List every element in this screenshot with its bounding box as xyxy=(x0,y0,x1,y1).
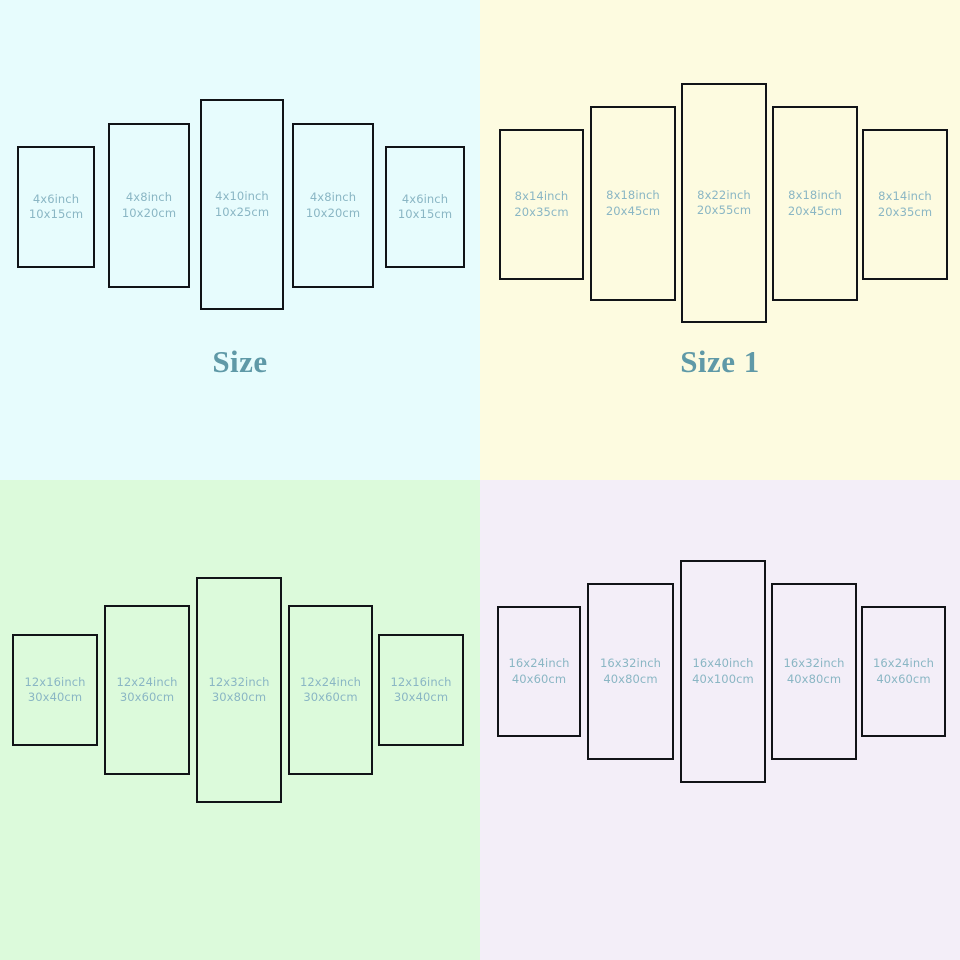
size-panel-cm: 20x35cm xyxy=(514,204,569,219)
size-panel-cm: 40x60cm xyxy=(876,671,931,686)
size-panel-inch: 4x10inch xyxy=(215,189,269,204)
size-panel-cm: 20x45cm xyxy=(787,203,843,218)
size-panel-cm: 40x80cm xyxy=(603,671,658,686)
size-panel-cm: 10x15cm xyxy=(28,207,84,221)
size-panel-cm: 10x15cm xyxy=(397,207,453,221)
size-panel-cm: 20x35cm xyxy=(877,204,933,219)
size-panel-cm: 10x25cm xyxy=(214,204,270,219)
size-panel-cm: 20x55cm xyxy=(696,203,752,217)
quadrant-title-size-1: Size 1 xyxy=(680,344,760,379)
size-panel-cm: 10x20cm xyxy=(305,205,361,220)
size-panel-cm: 10x20cm xyxy=(121,205,177,220)
size-panel-inch: 12x16inch xyxy=(24,674,86,689)
size-panel-inch: 12x16inch xyxy=(390,674,452,689)
size-panel-inch: 4x6inch xyxy=(32,191,80,206)
size-panel-cm: 30x60cm xyxy=(303,690,358,704)
size-panel-cm: 40x80cm xyxy=(786,671,842,686)
size-panel-inch: 12x32inch xyxy=(208,674,270,689)
size-panel-inch: 8x22inch xyxy=(697,187,751,202)
size-panel-inch: 16x40inch xyxy=(692,656,754,671)
size-panel-cm: 30x40cm xyxy=(393,690,449,704)
size-panel-inch: 12x24inch xyxy=(299,674,362,689)
size-panel-inch: 4x8inch xyxy=(125,190,173,205)
size-panel-inch: 16x32inch xyxy=(783,656,845,671)
size-panel-cm: 20x45cm xyxy=(605,203,661,218)
size-panel-inch: 12x24inch xyxy=(116,674,178,689)
size-panel-inch: 16x32inch xyxy=(599,656,662,671)
size-panel-inch: 8x14inch xyxy=(514,189,569,204)
size-panel-cm: 30x60cm xyxy=(119,690,175,704)
size-panel-cm: 40x100cm xyxy=(692,671,754,686)
size-panel-cm: 30x80cm xyxy=(211,690,267,704)
size-panel-inch: 8x14inch xyxy=(878,189,932,204)
quadrant-title-size: Size xyxy=(212,344,268,379)
size-panel-inch: 16x24inch xyxy=(872,656,935,671)
size-panel-inch: 4x8inch xyxy=(309,190,357,205)
size-panel-cm: 30x40cm xyxy=(27,690,83,704)
size-panel-inch: 16x24inch xyxy=(508,656,570,671)
size-panel-cm: 40x60cm xyxy=(511,671,567,686)
size-panel-inch: 8x18inch xyxy=(788,188,842,203)
size-panel-inch: 8x18inch xyxy=(606,188,660,203)
size-panel-inch: 4x6inch xyxy=(401,191,449,206)
